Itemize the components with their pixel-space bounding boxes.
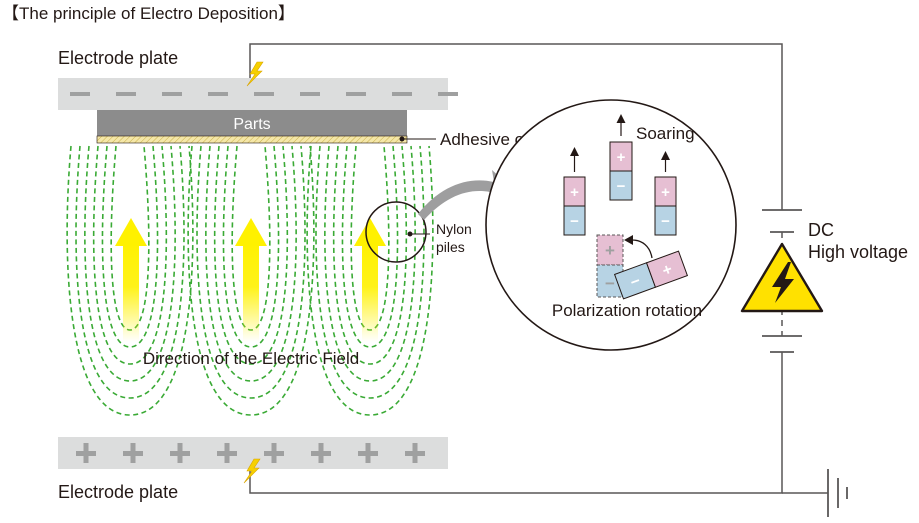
nylon-label-line1: Nylon bbox=[436, 221, 472, 237]
bottom-plate-label: Electrode plate bbox=[58, 482, 178, 502]
plus-sign bbox=[76, 443, 96, 463]
battery-symbol bbox=[762, 209, 802, 353]
zoom-detail-circle bbox=[485, 99, 737, 351]
field-line bbox=[315, 145, 425, 399]
pile-rotating: + − bbox=[613, 250, 689, 300]
nylon-pile-right: + − bbox=[654, 151, 677, 236]
adhesive-layer bbox=[96, 135, 408, 144]
diagram-title: 【The principle of Electro Deposition】 bbox=[2, 4, 295, 23]
field-arrow-left bbox=[115, 218, 147, 342]
minus-sign bbox=[116, 92, 136, 96]
plus-sign: + bbox=[617, 149, 626, 166]
nylon-pile-center: + − bbox=[609, 114, 633, 201]
nylon-label-line2: piles bbox=[436, 239, 465, 255]
field-line bbox=[101, 145, 159, 348]
minus-sign bbox=[438, 92, 458, 96]
nylon-pile-left: + − bbox=[563, 147, 586, 236]
field-line bbox=[66, 145, 194, 416]
parts-block bbox=[97, 110, 407, 136]
parts-label: Parts bbox=[233, 116, 270, 133]
high-voltage-warning-icon bbox=[740, 242, 824, 313]
circuit-wire bbox=[249, 43, 828, 494]
minus-sign bbox=[300, 92, 320, 96]
field-line bbox=[205, 145, 297, 382]
minus-sign: − bbox=[570, 213, 579, 230]
soaring-label: Soaring bbox=[636, 124, 695, 143]
plus-sign bbox=[217, 443, 237, 463]
field-direction-label: Direction of the Electric Field bbox=[143, 349, 359, 368]
plus-sign bbox=[170, 443, 190, 463]
field-line bbox=[324, 145, 416, 382]
plus-sign bbox=[264, 443, 284, 463]
minus-sign bbox=[254, 92, 274, 96]
minus-sign: − bbox=[617, 178, 626, 195]
plus-sign: + bbox=[570, 184, 579, 201]
field-line bbox=[196, 145, 306, 399]
minus-sign: − bbox=[661, 213, 670, 230]
field-direction-arrows bbox=[115, 218, 386, 342]
high-voltage-label: High voltage bbox=[808, 242, 908, 262]
field-arrow-center bbox=[235, 218, 267, 342]
plus-signs bbox=[76, 443, 425, 463]
dc-label: DC bbox=[808, 220, 834, 240]
field-arrow-right bbox=[354, 218, 386, 342]
polarization-label: Polarization rotation bbox=[552, 301, 702, 320]
field-line bbox=[187, 145, 315, 416]
plus-sign bbox=[123, 443, 143, 463]
minus-sign bbox=[392, 92, 412, 96]
field-line bbox=[332, 145, 408, 365]
field-line bbox=[341, 145, 399, 348]
plus-sign bbox=[311, 443, 331, 463]
minus-sign bbox=[162, 92, 182, 96]
ground-icon bbox=[827, 469, 848, 517]
pile-ghost-position: + − bbox=[596, 234, 624, 298]
plus-sign: + bbox=[661, 184, 670, 201]
rotation-arrow bbox=[624, 235, 653, 259]
plus-sign: + bbox=[605, 241, 615, 260]
field-line bbox=[213, 145, 289, 365]
minus-sign: − bbox=[605, 274, 615, 293]
zoom-arrow bbox=[418, 170, 512, 220]
field-line bbox=[92, 145, 168, 365]
minus-sign bbox=[208, 92, 228, 96]
minus-signs bbox=[70, 92, 458, 96]
lightning-icon bbox=[246, 61, 264, 87]
nylon-pile-focus-circle bbox=[365, 201, 427, 263]
plus-sign bbox=[405, 443, 425, 463]
field-line bbox=[84, 145, 176, 382]
lightning-icon bbox=[243, 458, 261, 484]
top-plate-label: Electrode plate bbox=[58, 48, 178, 68]
minus-sign bbox=[70, 92, 90, 96]
field-line bbox=[222, 145, 280, 348]
field-line bbox=[306, 145, 434, 416]
plus-sign bbox=[358, 443, 378, 463]
minus-sign bbox=[346, 92, 366, 96]
field-line bbox=[75, 145, 185, 399]
